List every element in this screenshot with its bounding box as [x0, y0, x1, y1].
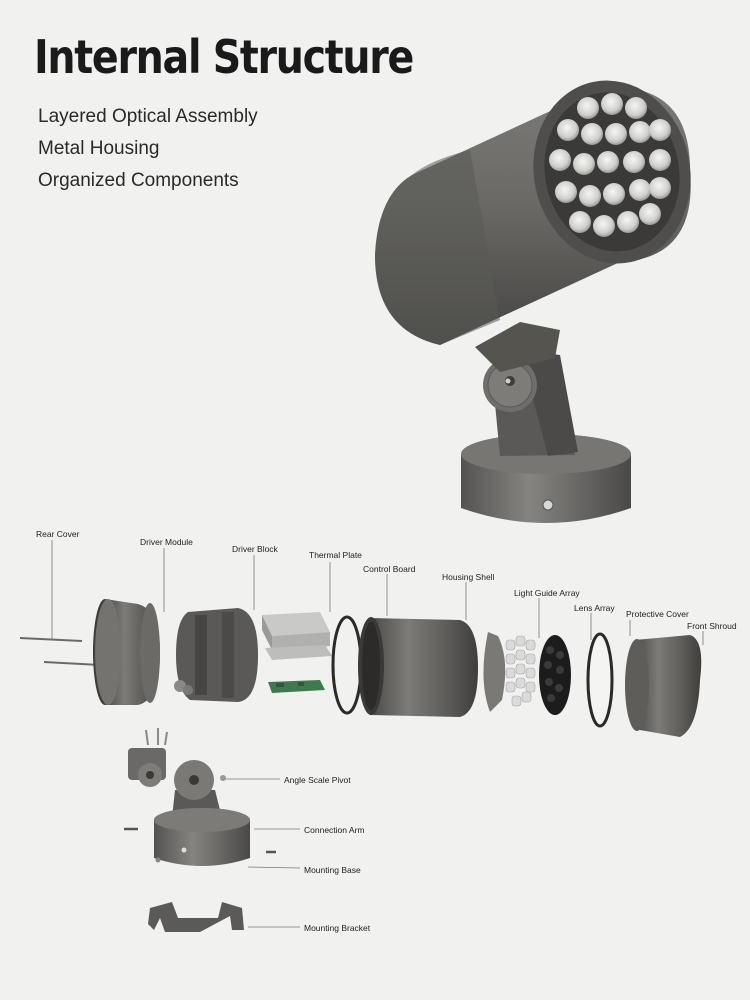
label-housing-shell: Housing Shell [442, 572, 495, 582]
label-lens-array: Lens Array [574, 603, 615, 613]
label-driver-module: Driver Module [140, 537, 193, 547]
label-protective-cover: Protective Cover [626, 609, 689, 619]
label-mounting-base: Mounting Base [304, 865, 361, 875]
feature-item-components: Organized Components [38, 170, 239, 191]
leader-lines [51, 540, 704, 928]
feature-list: Layered Optical Assembly Metal Housing O… [38, 104, 258, 200]
led-array [549, 93, 671, 237]
label-driver-block: Driver Block [232, 544, 278, 554]
label-control-board: Control Board [363, 564, 416, 574]
label-front-shroud: Front Shroud [687, 621, 737, 631]
label-connection-arm: Connection Arm [304, 825, 365, 835]
feature-item-optical: Layered Optical Assembly [38, 106, 258, 127]
label-thermal-plate: Thermal Plate [309, 550, 362, 560]
label-angle-scale-pivot: Angle Scale Pivot [284, 775, 351, 785]
page-title: Internal Structure [34, 30, 414, 84]
assembled-spotlight [375, 80, 691, 523]
exploded-view [19, 599, 702, 932]
label-mounting-bracket: Mounting Bracket [304, 923, 371, 933]
label-light-guide-array: Light Guide Array [514, 588, 580, 598]
label-rear-cover: Rear Cover [36, 529, 80, 539]
feature-item-housing: Metal Housing [38, 138, 160, 159]
